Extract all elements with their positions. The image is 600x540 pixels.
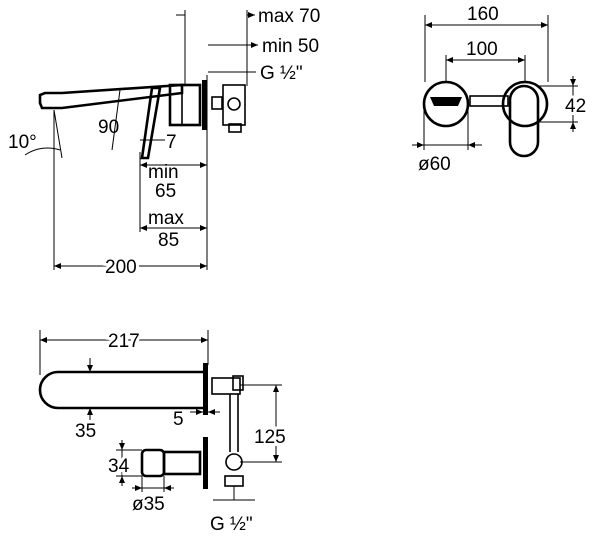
side-view: max 70 min 50 G ½" 10° 90 7 min 65 max 8… bbox=[8, 6, 320, 281]
min-reach-label: min bbox=[148, 162, 179, 183]
rosette-gap-label: 5 bbox=[173, 409, 184, 430]
thread-top-label: G ½" bbox=[260, 63, 303, 84]
overall-length-label: 200 bbox=[105, 257, 137, 278]
max-reach-label: max bbox=[148, 208, 184, 229]
handle-lever bbox=[508, 84, 540, 158]
bottom-view: 217 35 5 125 34 ø35 G ½" bbox=[38, 328, 289, 535]
spout-length-label: 217 bbox=[108, 331, 140, 352]
handle-height-label: 42 bbox=[565, 96, 586, 117]
valve-body bbox=[168, 83, 202, 127]
rosette-diameter-label: ø60 bbox=[418, 154, 451, 175]
bottom-handle bbox=[140, 448, 166, 478]
thread-bottom-label: G ½" bbox=[210, 514, 253, 535]
wall-rosette bbox=[202, 80, 207, 130]
bottom-rosette-handle bbox=[203, 437, 208, 489]
front-view: 160 100 42 ø60 bbox=[412, 1, 589, 175]
spout-height-label: 35 bbox=[75, 421, 96, 442]
min-depth-label: min 50 bbox=[262, 36, 319, 57]
built-in-box bbox=[222, 84, 246, 126]
lever-gap-label: 7 bbox=[166, 132, 177, 153]
max-reach-value: 85 bbox=[158, 230, 179, 251]
bottom-rosette-top bbox=[203, 363, 208, 415]
min-reach-value: 65 bbox=[155, 181, 176, 202]
handle-diameter-label: ø35 bbox=[132, 494, 165, 515]
spout-top-outline bbox=[38, 370, 205, 410]
total-width-label: 160 bbox=[467, 4, 499, 25]
center-distance-label: 100 bbox=[466, 39, 498, 60]
handle-height-bottom-label: 34 bbox=[108, 456, 130, 477]
lever-outline bbox=[140, 86, 162, 160]
max-depth-label: max 70 bbox=[258, 6, 320, 27]
spout-angle-label: 10° bbox=[8, 132, 37, 153]
lever-angle-label: 90 bbox=[98, 117, 119, 138]
vertical-distance-label: 125 bbox=[254, 427, 286, 448]
